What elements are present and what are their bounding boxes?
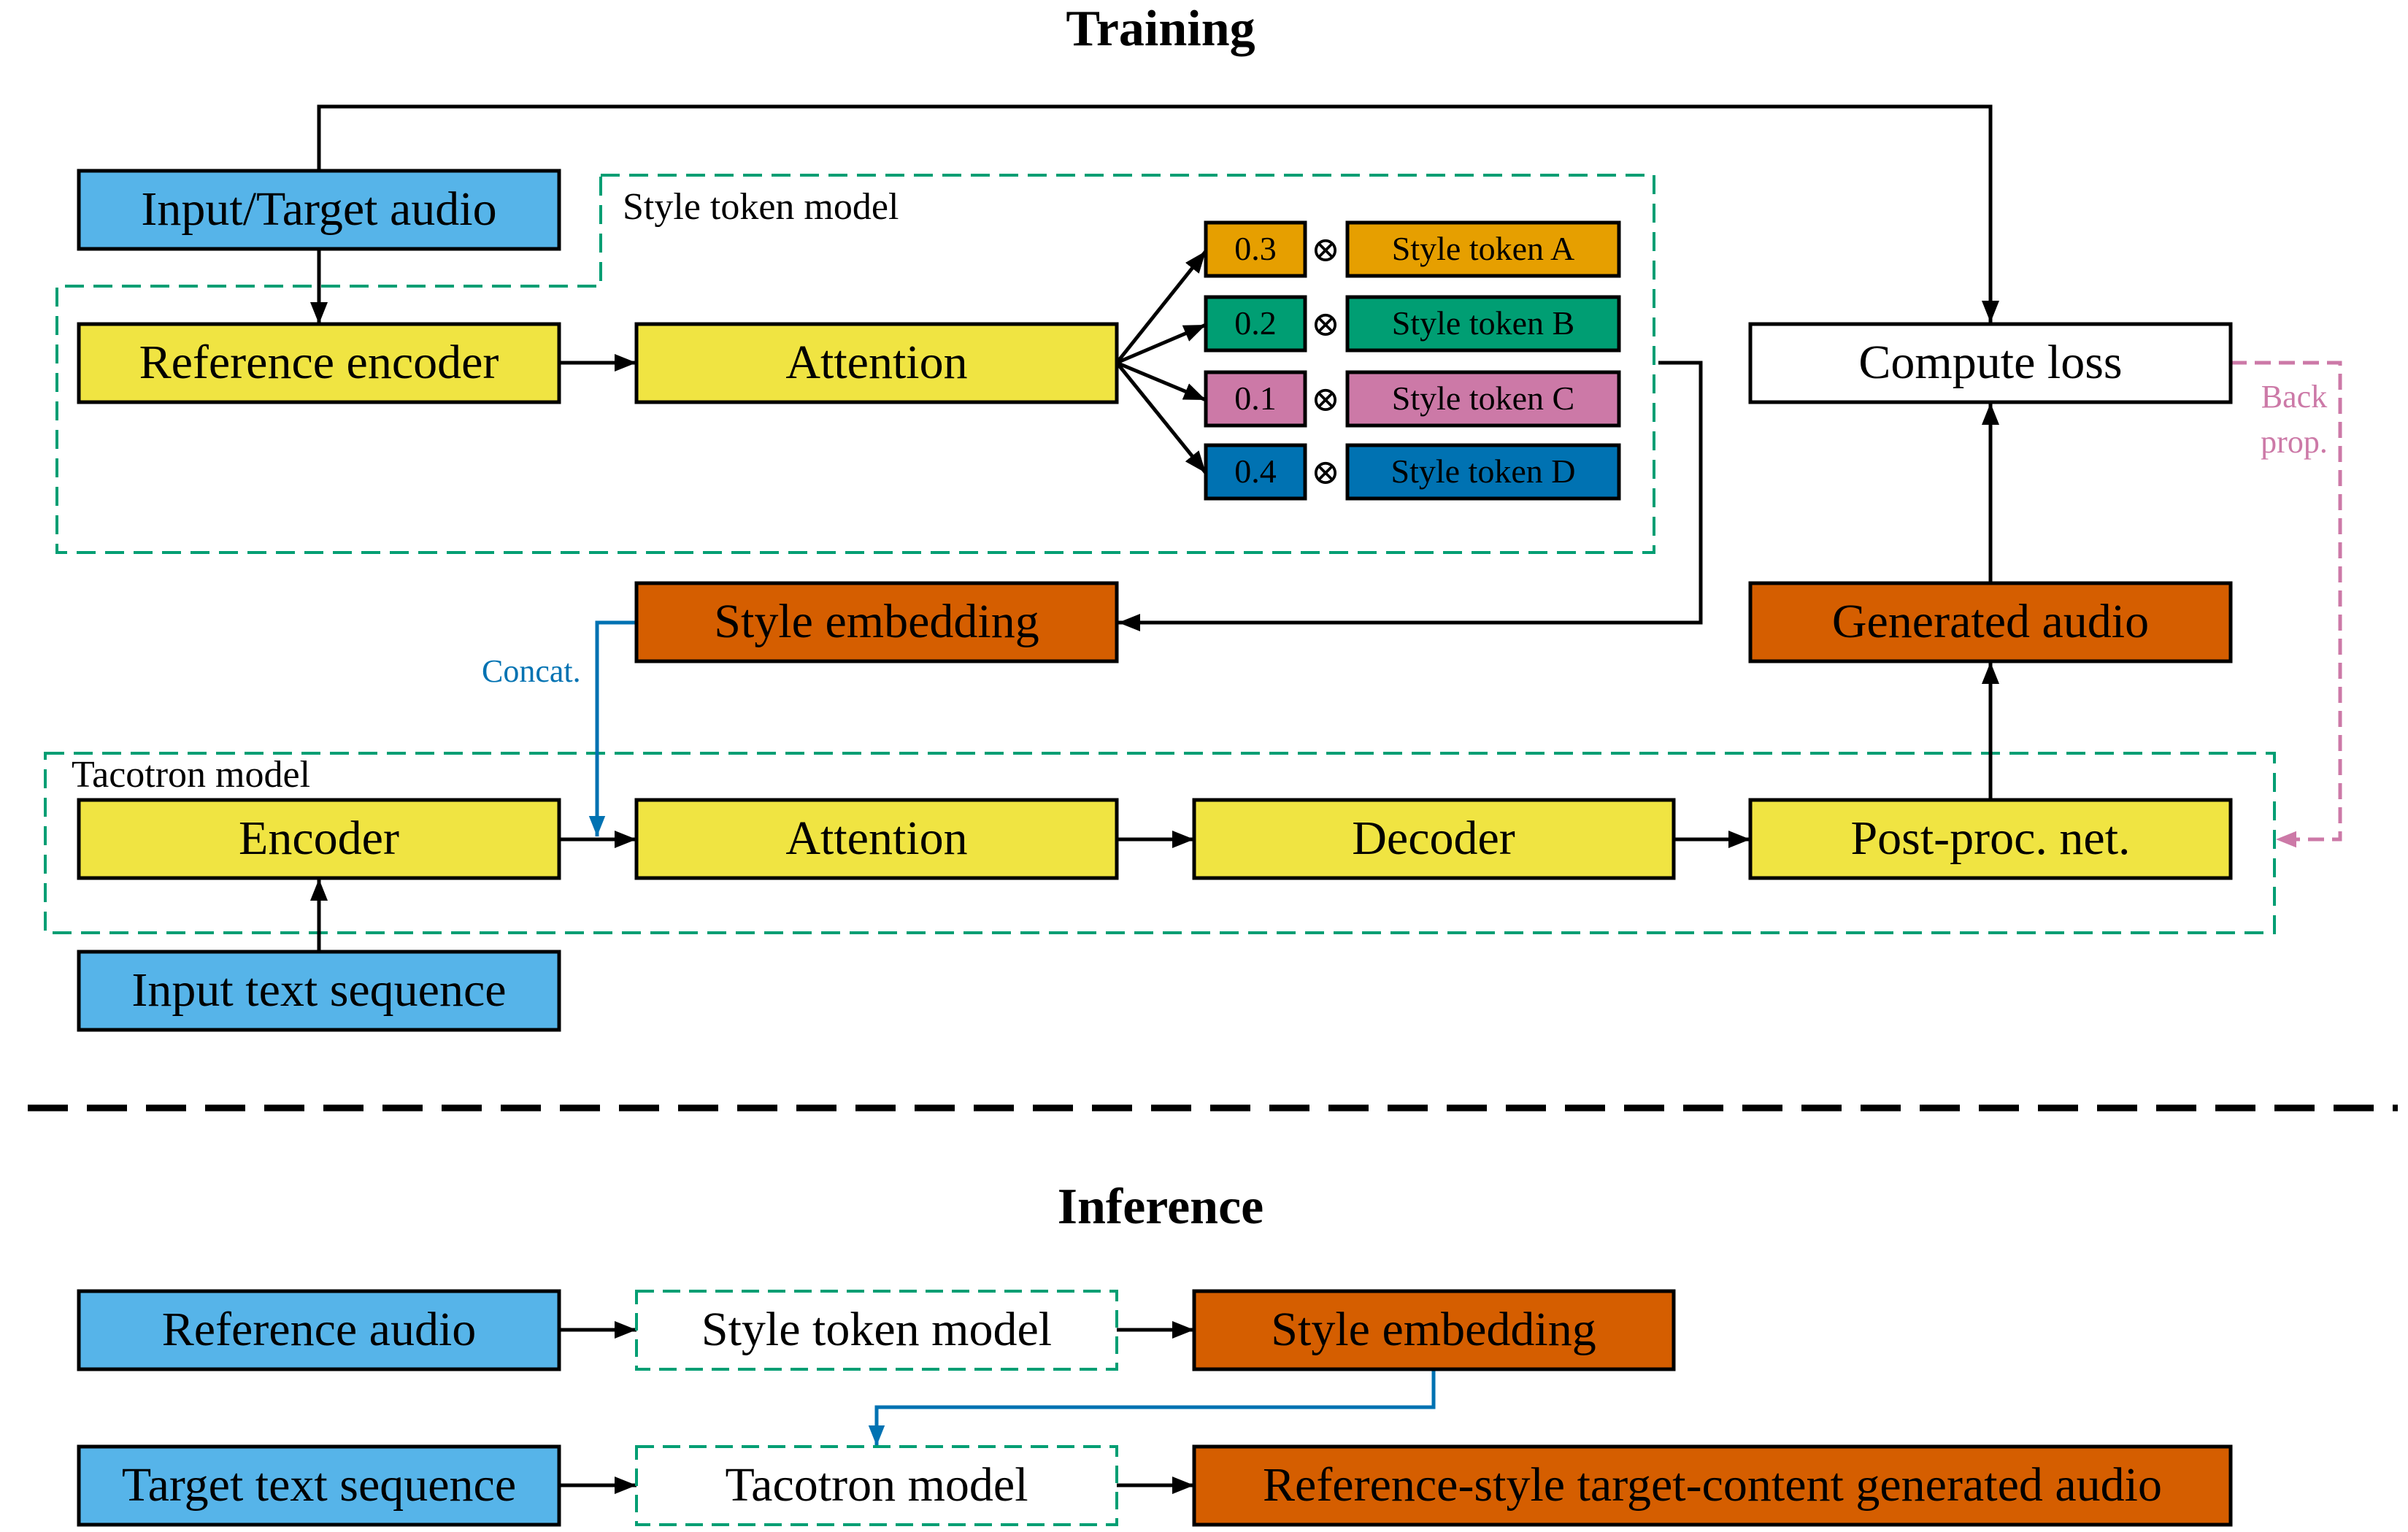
inference-generated-audio-box: Reference-style target-content generated…: [1192, 1444, 2233, 1527]
style-token-c-box: [1345, 370, 1621, 428]
reference-encoder-label: Reference encoder: [139, 336, 499, 389]
reference-audio-label: Reference audio: [162, 1303, 477, 1356]
style-token-a-box: [1345, 220, 1621, 278]
attention-tacotron-label: Attention: [785, 812, 967, 865]
style-token-d-label: Style token D: [1391, 453, 1576, 490]
multiply-b-icon: ⊗: [1311, 305, 1340, 344]
inference-tacotron-model-box: Tacotron model: [635, 1445, 1118, 1526]
generated-audio-box: Generated audio: [1748, 581, 2233, 663]
concat-label: Concat.: [482, 653, 581, 689]
weight-c-box: [1204, 370, 1307, 428]
tokens-to-style-embedding-connector: [1118, 361, 1703, 631]
style-token-a-label: Style token A: [1392, 230, 1574, 267]
weight-a-label: 0.3: [1234, 230, 1277, 267]
inference-title: Inference: [1058, 1179, 1264, 1235]
multiply-d-icon: ⊗: [1311, 453, 1340, 492]
inference-style-embedding-box: Style embedding: [1192, 1289, 1676, 1371]
style-token-row-a: 0.3 ⊗ Style token A: [1204, 220, 1621, 278]
style-token-c-label: Style token C: [1392, 380, 1574, 417]
attention-to-weight-c-arrow: [1116, 361, 1207, 402]
reference-audio-box: Reference audio: [77, 1289, 561, 1371]
back-prop-label-line2: prop.: [2261, 424, 2328, 460]
attention-style-box: Attention: [634, 322, 1119, 404]
encoder-box: Encoder: [77, 798, 561, 880]
style-embedding-label: Style embedding: [714, 595, 1039, 648]
multiply-a-icon: ⊗: [1311, 231, 1340, 269]
style-token-b-box: [1345, 295, 1621, 353]
style-token-row-c: 0.1 ⊗ Style token C: [1204, 370, 1621, 428]
weight-a-box: [1204, 220, 1307, 278]
style-token-b-label: Style token B: [1392, 304, 1574, 342]
inference-concat-connector: [868, 1369, 1436, 1446]
attention-to-weight-a-arrow: [1115, 250, 1207, 364]
style-embedding-box: Style embedding: [634, 581, 1119, 663]
reference-encoder-box: Reference encoder: [77, 322, 561, 404]
inference-style-token-model-label: Style token model: [701, 1303, 1052, 1356]
target-text-sequence-box: Target text sequence: [77, 1444, 561, 1527]
decoder-label: Decoder: [1352, 812, 1515, 865]
weight-b-label: 0.2: [1234, 304, 1277, 342]
post-proc-net-label: Post-proc. net.: [1850, 812, 2130, 865]
input-target-audio-box: Input/Target audio: [77, 169, 561, 251]
inference-generated-audio-label: Reference-style target-content generated…: [1263, 1458, 2162, 1512]
style-token-row-d: 0.4 ⊗ Style token D: [1204, 443, 1621, 501]
audio-to-loss-connector: [317, 104, 1999, 323]
weight-c-label: 0.1: [1234, 380, 1277, 417]
attention-style-label: Attention: [785, 336, 967, 389]
multiply-c-icon: ⊗: [1311, 380, 1340, 419]
input-target-audio-label: Input/Target audio: [141, 182, 496, 236]
tacotron-model-group: [44, 752, 2276, 934]
back-prop-label-line1: Back: [2261, 379, 2327, 415]
weight-d-label: 0.4: [1234, 453, 1277, 490]
style-token-row-b: 0.2 ⊗ Style token B: [1204, 295, 1621, 353]
style-token-model-group-label: Style token model: [623, 186, 899, 228]
inference-style-token-model-box: Style token model: [635, 1290, 1118, 1371]
compute-loss-label: Compute loss: [1858, 336, 2122, 389]
back-prop-connector: [2231, 361, 2342, 848]
inference-tacotron-model-label: Tacotron model: [725, 1458, 1028, 1512]
tacotron-model-group-label: Tacotron model: [72, 754, 310, 796]
inference-style-embedding-label: Style embedding: [1271, 1303, 1596, 1356]
input-text-sequence-label: Input text sequence: [131, 963, 506, 1017]
input-text-sequence-box: Input text sequence: [77, 950, 561, 1032]
concat-connector: [588, 620, 636, 836]
style-token-d-box: [1345, 443, 1621, 501]
attention-to-weight-b-arrow: [1116, 323, 1207, 365]
decoder-box: Decoder: [1192, 798, 1676, 880]
generated-audio-label: Generated audio: [1832, 595, 2149, 648]
compute-loss-box: Compute loss: [1748, 322, 2233, 404]
attention-tacotron-box: Attention: [634, 798, 1119, 880]
weight-d-box: [1204, 443, 1307, 501]
post-proc-net-box: Post-proc. net.: [1748, 798, 2233, 880]
attention-to-weight-d-arrow: [1115, 361, 1207, 474]
weight-b-box: [1204, 295, 1307, 353]
target-text-sequence-label: Target text sequence: [122, 1458, 516, 1512]
training-title: Training: [1066, 1, 1255, 57]
style-token-model-group: [55, 174, 1655, 554]
encoder-label: Encoder: [239, 812, 399, 865]
